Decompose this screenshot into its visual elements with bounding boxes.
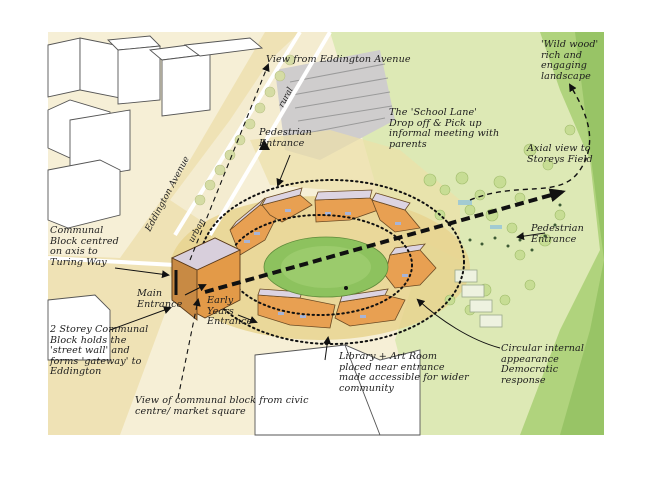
- avenue-trees: [194, 54, 296, 206]
- park-area: [330, 32, 604, 435]
- view-communal-note: View of communal block from civic centre…: [135, 395, 309, 417]
- axial-view-note: Axial view to Storeys Field: [527, 143, 593, 165]
- school-lane-note: The 'School Lane' Drop off & Pick up inf…: [389, 107, 500, 150]
- communal-block-axis-note: Communal Block centred on axis to Turing…: [50, 225, 119, 268]
- wild-wood-note: 'Wild wood' rich and engaging landscape: [541, 39, 599, 82]
- central-green-inner: [281, 246, 371, 288]
- view-from-eddington-line: [189, 63, 270, 261]
- pedestrian-entrance-top-note: Pedestrian Entrance: [259, 127, 312, 149]
- sports-courts: [454, 269, 503, 328]
- window-marks: [244, 209, 408, 318]
- car-park-rows: [289, 63, 393, 135]
- early-years-note: Early Years Entrance: [207, 295, 253, 328]
- communal-block: [170, 237, 242, 321]
- wild-wood-edge: [560, 32, 604, 435]
- library-note: Library + Art Room placed near entrance …: [339, 351, 469, 394]
- kerb-line: [47, 256, 176, 267]
- main-entrance-note: Main Entrance: [137, 288, 183, 310]
- wild-wood-route: [469, 83, 591, 201]
- inner-dotted-ring: [227, 214, 413, 316]
- view-from-eddington-note: View from Eddington Avenue: [266, 54, 411, 65]
- leader-lines: [109, 154, 546, 361]
- dark-tree-dots: [468, 203, 562, 252]
- surrounding-buildings-topleft: [47, 35, 264, 229]
- axis-point: [344, 286, 348, 290]
- school-ring-building: [229, 187, 437, 329]
- circular-appearance-note: Circular internal appearance Democratic …: [501, 343, 585, 386]
- surrounding-buildings-bottom: [47, 294, 421, 436]
- pedestrian-arrows-top: [259, 139, 270, 150]
- two-storey-note: 2 Storey Communal Block holds the 'stree…: [50, 324, 149, 378]
- axial-view-arrow: [204, 188, 566, 294]
- pedestrian-entrance-right-note: Pedestrian Entrance: [531, 223, 584, 245]
- wild-wood: [520, 32, 604, 435]
- view-from-civic-line: [177, 298, 201, 399]
